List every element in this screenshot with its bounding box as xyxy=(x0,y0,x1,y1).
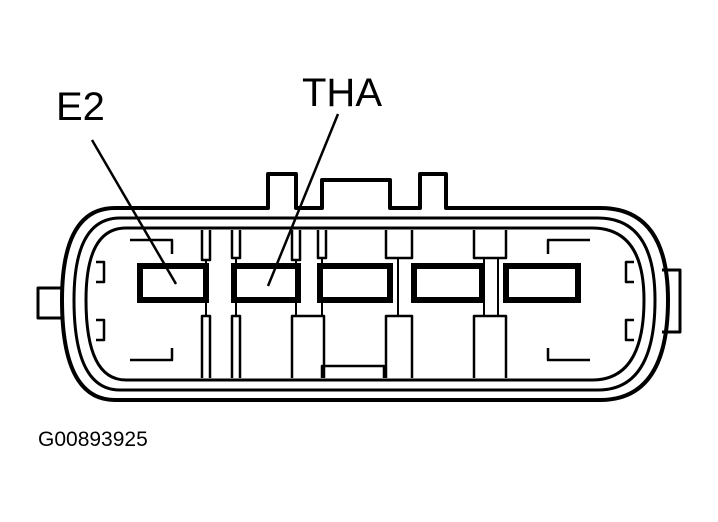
label-e2: E2 xyxy=(56,85,105,129)
connector-inner-cavity xyxy=(84,226,646,382)
terminal-e2 xyxy=(137,263,209,303)
inner-wall-right xyxy=(546,238,590,362)
terminal-tha xyxy=(231,263,301,303)
right-side-tab xyxy=(662,268,682,334)
partition-2 xyxy=(290,230,328,378)
leader-line-tha xyxy=(266,113,340,287)
label-tha: THA xyxy=(302,71,382,115)
inner-wall-left xyxy=(130,238,174,362)
connector-outer-rim xyxy=(72,216,657,392)
partition-4 xyxy=(472,230,508,378)
inner-wall-left-step xyxy=(96,260,106,342)
inner-wall-right-step xyxy=(624,260,634,342)
terminal-partitions xyxy=(200,230,508,378)
connector-outer-housing xyxy=(60,172,670,402)
terminal-3 xyxy=(317,263,393,303)
partition-1 xyxy=(200,230,242,378)
terminals xyxy=(137,263,581,303)
left-side-tab xyxy=(36,286,64,320)
leader-line-e2 xyxy=(90,139,178,285)
terminal-4 xyxy=(411,263,485,303)
figure-id: G00893925 xyxy=(38,428,148,451)
terminal-5 xyxy=(503,263,581,303)
